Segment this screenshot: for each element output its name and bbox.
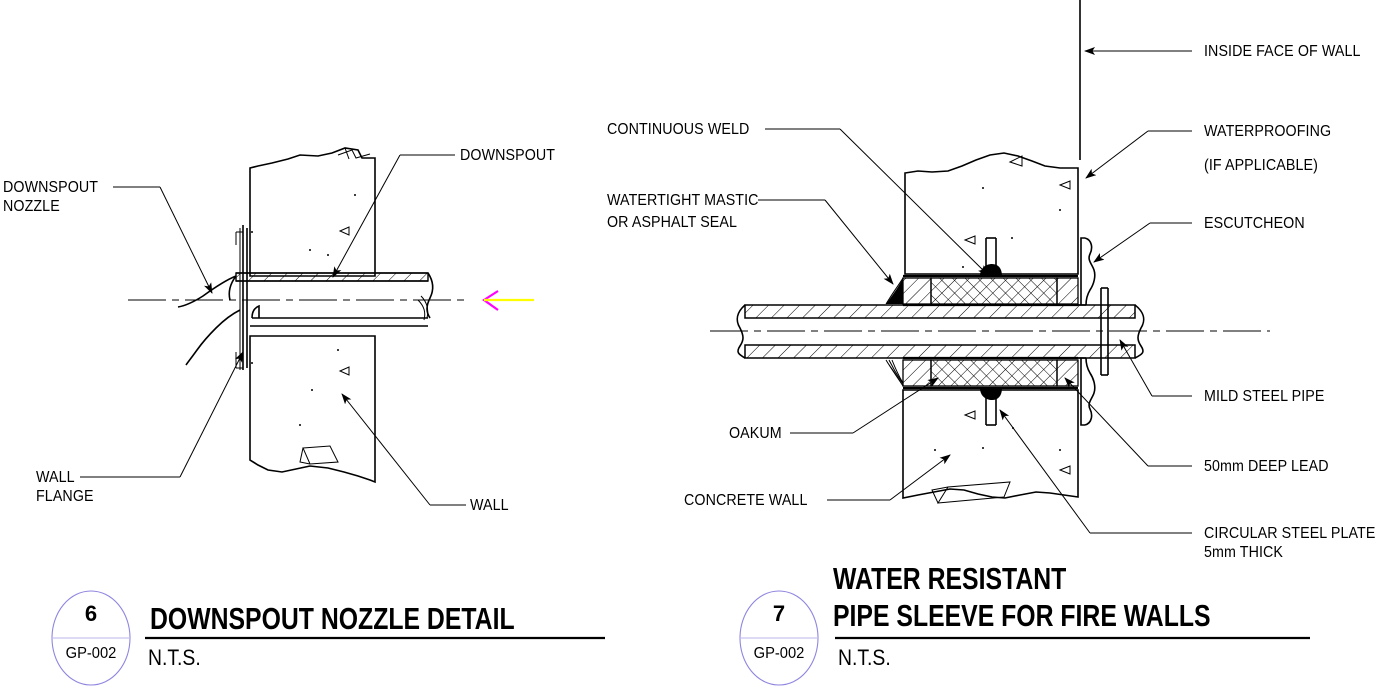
label-watertight-mastic-line2: OR ASPHALT SEAL: [607, 214, 738, 231]
label-wall-flange-line1: WALL: [36, 469, 75, 486]
detail-7-bubble-number: 7: [772, 601, 786, 626]
label-50mm-deep-lead: 50mm DEEP LEAD: [1204, 458, 1329, 475]
label-watertight-mastic-line1: WATERTIGHT MASTIC: [607, 192, 759, 209]
detail-7-bubble-sheet: GP-002: [753, 645, 805, 662]
label-inside-face-of-wall: INSIDE FACE OF WALL: [1204, 43, 1361, 60]
cad-pick-cursor[interactable]: [482, 290, 534, 311]
detail-6-bubble-number: 6: [84, 601, 98, 626]
label-circular-steel-plate-line2: 5mm THICK: [1204, 544, 1284, 561]
label-downspout: DOWNSPOUT: [460, 147, 556, 164]
label-continuous-weld: CONTINUOUS WELD: [607, 121, 750, 138]
label-wall-flange-line2: FLANGE: [36, 488, 94, 505]
label-waterproofing-line1: WATERPROOFING: [1204, 123, 1332, 140]
label-circular-steel-plate-line1: CIRCULAR STEEL PLATE: [1204, 525, 1376, 542]
label-downspout-nozzle-line2: NOZZLE: [3, 198, 60, 215]
label-escutcheon: ESCUTCHEON: [1204, 215, 1305, 232]
detail-7-title-line2: PIPE SLEEVE FOR FIRE WALLS: [833, 598, 1211, 633]
detail-6-title: DOWNSPOUT NOZZLE DETAIL: [150, 601, 515, 636]
label-oakum: OAKUM: [729, 425, 782, 442]
detail-6-bubble: [51, 590, 131, 686]
detail-7-scale-note: N.T.S.: [838, 645, 891, 670]
detail-7-bubble: [739, 590, 819, 686]
detail-7-title-line1: WATER RESISTANT: [833, 561, 1067, 596]
detail-7-geometry: [710, 0, 1310, 640]
detail-6-bubble-sheet: GP-002: [65, 645, 117, 662]
label-wall: WALL: [470, 497, 509, 514]
detail-6-scale-note: N.T.S.: [148, 645, 201, 670]
label-mild-steel-pipe: MILD STEEL PIPE: [1204, 388, 1325, 405]
label-concrete-wall: CONCRETE WALL: [684, 492, 808, 509]
label-downspout-nozzle-line1: DOWNSPOUT: [3, 179, 99, 196]
label-waterproofing-line2: (IF APPLICABLE): [1204, 157, 1318, 174]
detail-6-geometry: [80, 147, 605, 640]
